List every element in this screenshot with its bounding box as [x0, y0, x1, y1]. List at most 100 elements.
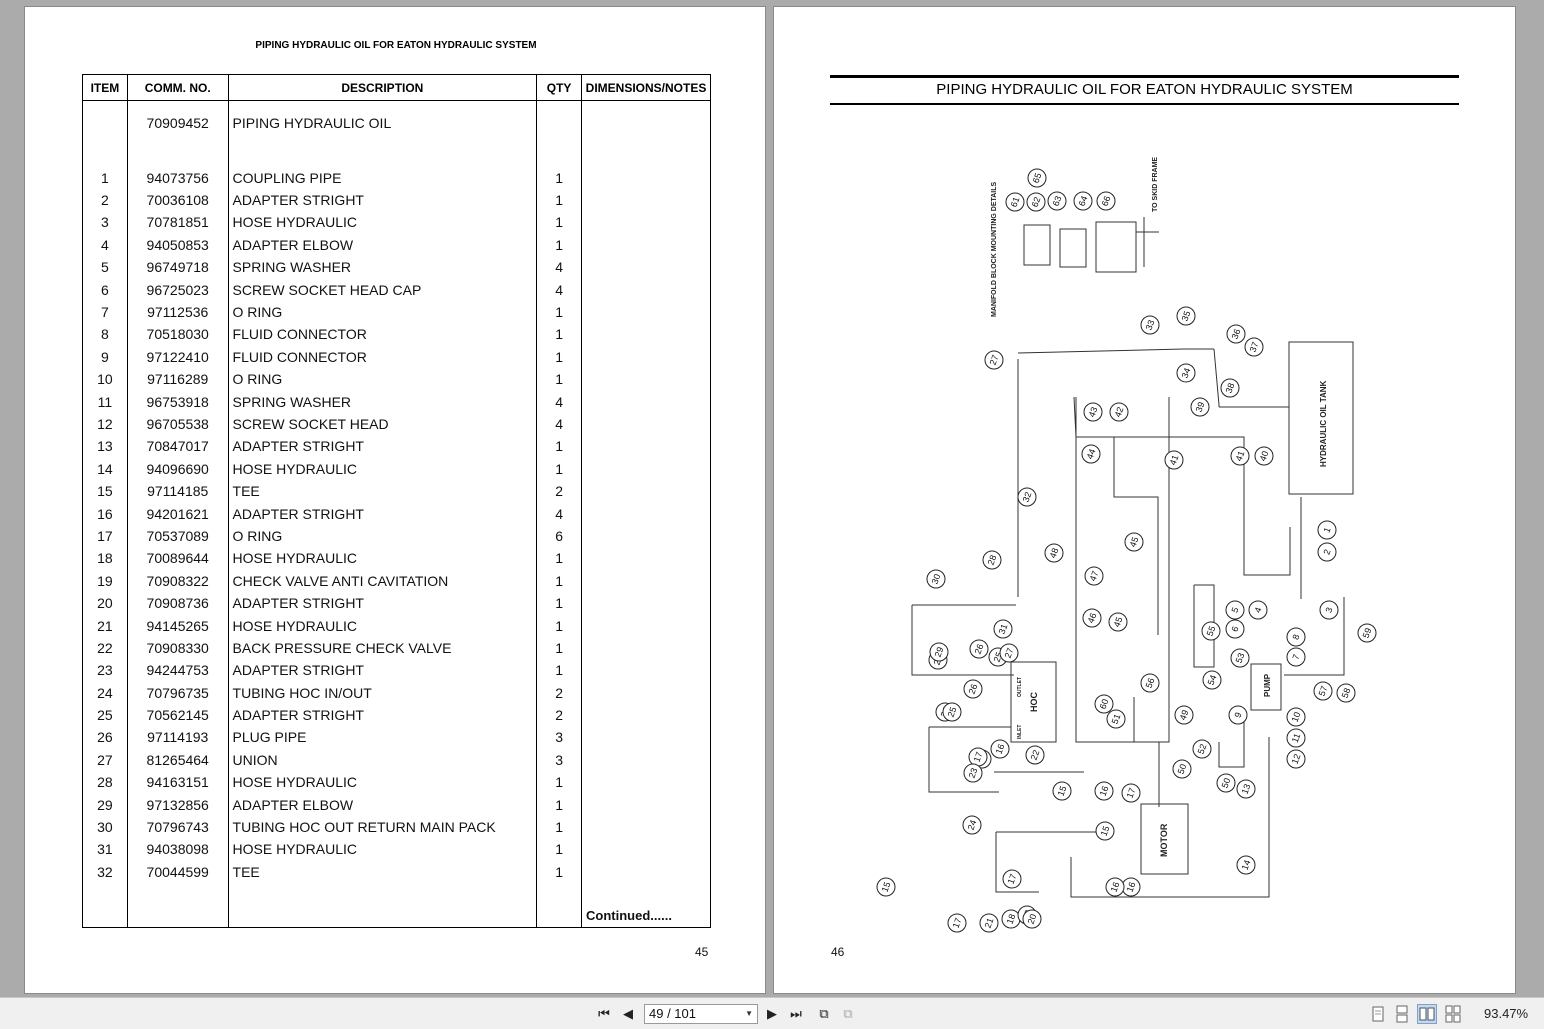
cell-qty: 1 — [536, 457, 583, 480]
cell-qty: 1 — [536, 636, 583, 660]
cell-item: 25 — [82, 703, 128, 727]
cell-qty: 4 — [536, 502, 583, 525]
cell-qty: 1 — [536, 771, 583, 794]
view-next-icon[interactable]: ⧉ — [843, 1006, 853, 1021]
cell-desc: TEE — [227, 479, 538, 503]
continuous-facing-icon[interactable] — [1443, 1004, 1463, 1024]
page-number: 46 — [831, 945, 845, 959]
cell-desc: COUPLING PIPE — [227, 166, 538, 189]
cell-item: 20 — [82, 591, 128, 615]
navigation-toolbar: ⏮ ◀ 49 / 101 ▼ ▶ ⏭ ⧉ ⧉ 93.47% — [0, 997, 1544, 1029]
zoom-level[interactable]: 93.47% — [1484, 1006, 1529, 1021]
callout-number: 18 — [1005, 913, 1018, 926]
cell-notes — [581, 815, 711, 839]
callout-circle — [1236, 855, 1256, 875]
cell-item: 2 — [82, 188, 128, 212]
callout-circle — [1047, 191, 1067, 211]
callout-circle — [1096, 191, 1116, 211]
callout-number: 39 — [1194, 401, 1207, 414]
cell-qty: 1 — [536, 793, 583, 816]
callout-circle — [1176, 306, 1196, 326]
right-page: PIPING HYDRAULIC OIL FOR EATON HYDRAULIC… — [773, 6, 1516, 994]
callout-circle — [1192, 739, 1212, 759]
callout-number: 36 — [1230, 328, 1243, 341]
cell-desc: HOSE HYDRAULIC — [227, 771, 538, 794]
chevron-down-icon[interactable]: ▼ — [745, 1009, 753, 1018]
cell-qty: 3 — [536, 748, 583, 772]
cell-item: 15 — [82, 479, 128, 503]
callout-circle — [1052, 781, 1072, 801]
callout-number: 14 — [1240, 859, 1253, 872]
callout-circle — [1220, 378, 1240, 398]
callout-circle — [1164, 450, 1184, 470]
callout-number: 3 — [1323, 606, 1334, 614]
cell-item: 14 — [82, 457, 128, 480]
cell-qty: 2 — [536, 681, 583, 704]
cell-item: 9 — [82, 345, 128, 369]
callout-number: 51 — [1110, 713, 1123, 726]
hoc-box — [1010, 661, 1057, 743]
assembly-desc: PIPING HYDRAULIC OIL — [227, 100, 538, 145]
cell-item: 5 — [82, 256, 128, 279]
callout-number: 15 — [880, 881, 893, 894]
cell-comm: 97122410 — [126, 345, 229, 369]
cell-item: 10 — [82, 368, 128, 391]
cell-desc: ADAPTER STRIGHT — [227, 435, 538, 458]
continuous-icon[interactable] — [1392, 1004, 1412, 1024]
callout-circle — [1236, 779, 1256, 799]
callout-number: 59 — [1361, 627, 1374, 640]
inlet-label: INLET — [1017, 725, 1023, 739]
callout-circle — [962, 815, 982, 835]
callout-circle — [1230, 446, 1250, 466]
callout-circle — [942, 702, 962, 722]
cell-qty: 1 — [536, 166, 583, 189]
cell-desc: ADAPTER STRIGHT — [227, 703, 538, 727]
page-number-input[interactable]: 49 / 101 ▼ — [644, 1004, 758, 1024]
cell-desc: O RING — [227, 368, 538, 391]
motor-box — [1140, 803, 1189, 875]
cell-comm: 94201621 — [126, 502, 229, 525]
cell-qty: 6 — [536, 524, 583, 548]
facing-icon[interactable] — [1417, 1004, 1437, 1024]
cell-item: 29 — [82, 793, 128, 816]
cell-desc: HOSE HYDRAULIC — [227, 547, 538, 570]
callout-number: 23 — [967, 767, 980, 780]
last-page-icon[interactable]: ⏭ — [790, 1006, 802, 1021]
view-previous-icon[interactable]: ⧉ — [819, 1006, 829, 1021]
cell-qty: 1 — [536, 659, 583, 682]
cell-comm: 94244753 — [126, 659, 229, 682]
callout-circle — [1286, 728, 1306, 748]
prev-page-icon[interactable]: ◀ — [623, 1006, 633, 1021]
callout-circle — [1286, 707, 1306, 727]
callout-number: 21 — [983, 917, 996, 930]
cell-qty: 1 — [536, 838, 583, 861]
callout-number: 46 — [1086, 612, 1099, 625]
cell-comm: 70796735 — [126, 681, 229, 704]
callout-circle — [1244, 337, 1264, 357]
callout-number: 45 — [1112, 616, 1125, 629]
cell-desc: SCREW SOCKET HEAD CAP — [227, 278, 538, 301]
page-number: 45 — [695, 945, 709, 959]
callout-circle — [1313, 681, 1333, 701]
callout-number: 40 — [1258, 450, 1271, 463]
first-page-icon[interactable]: ⏮ — [598, 1006, 610, 1021]
single-page-icon[interactable] — [1368, 1004, 1388, 1024]
hoc-label: HOC — [1029, 692, 1039, 713]
cell-notes — [581, 278, 711, 301]
cell-qty: 1 — [536, 815, 583, 839]
cell-item: 31 — [82, 838, 128, 861]
callout-number: 16 — [1098, 785, 1111, 798]
cell-item: 11 — [82, 390, 128, 413]
callout-circle — [1225, 619, 1245, 639]
callout-number: 16 — [994, 743, 1007, 756]
cell-notes — [581, 659, 711, 682]
next-page-icon[interactable]: ▶ — [767, 1006, 777, 1021]
